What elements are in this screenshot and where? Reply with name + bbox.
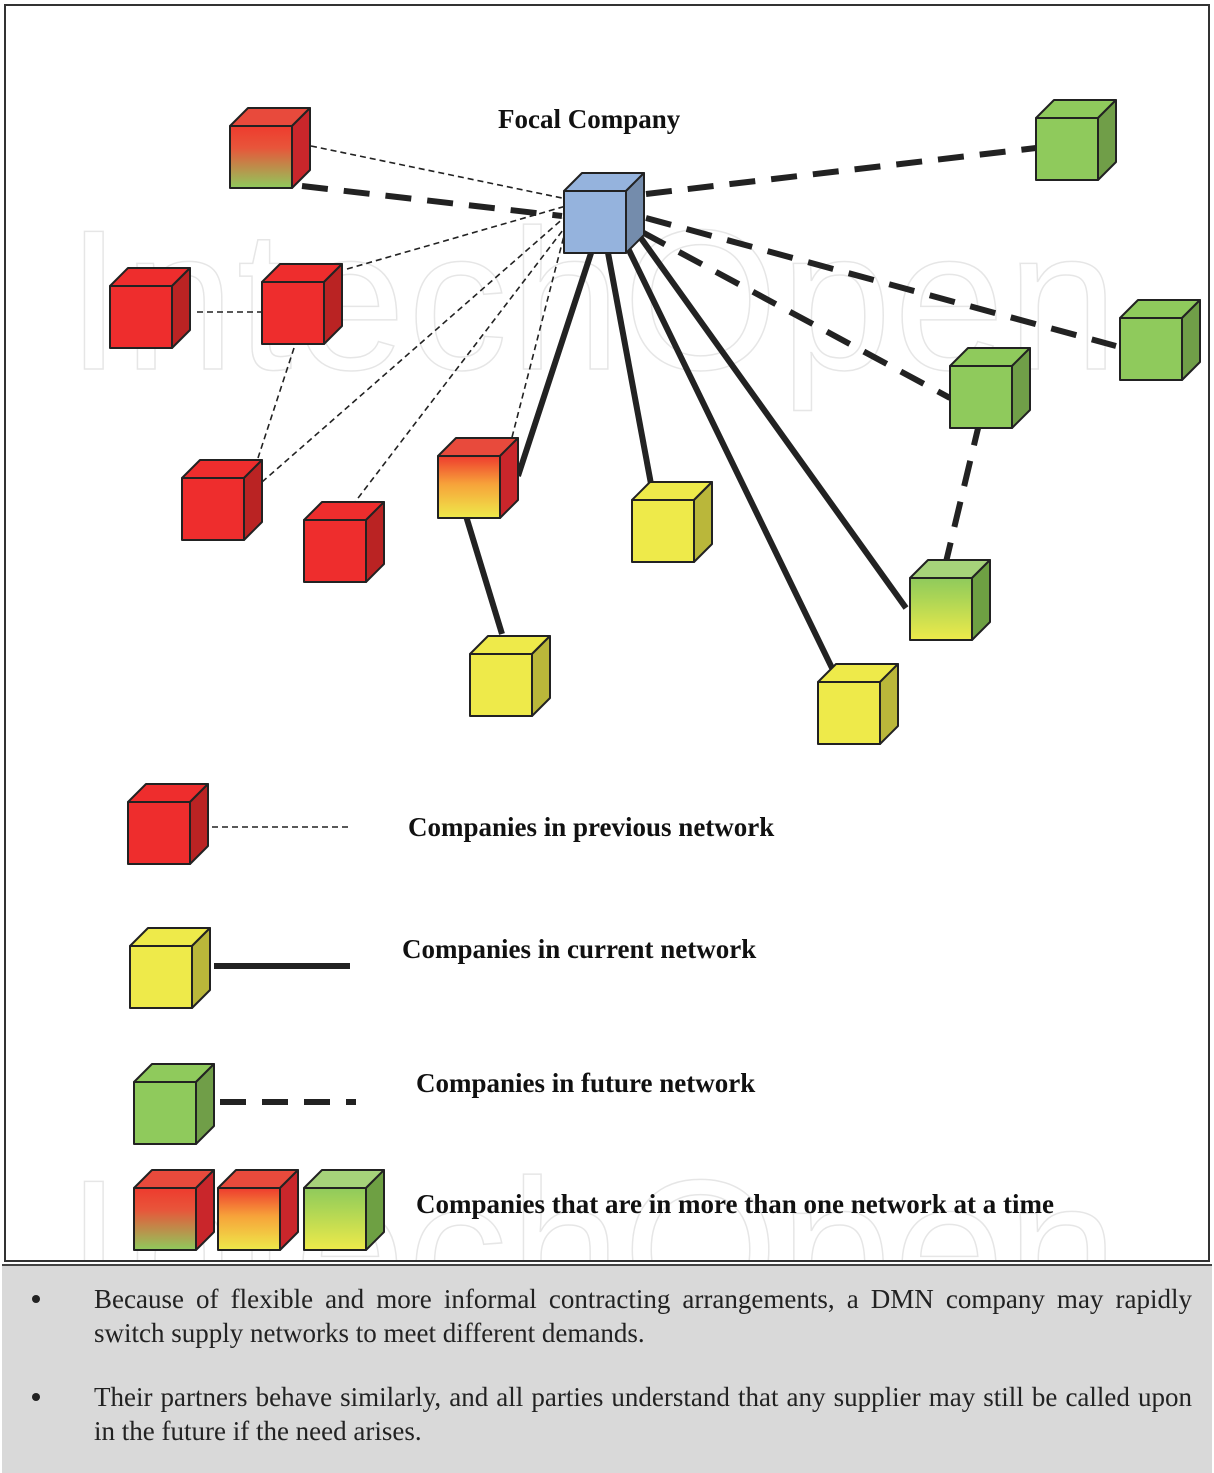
current-network-cube	[469, 635, 551, 717]
bullet-text: Their partners behave similarly, and all…	[94, 1382, 1192, 1446]
legend-cube-multi	[217, 1169, 299, 1251]
legend-previous-label: Companies in previous network	[408, 812, 775, 842]
cube-front	[303, 1187, 367, 1251]
cube-front	[217, 1187, 281, 1251]
focal-company-label: Focal Company	[498, 104, 681, 134]
link-current	[635, 232, 909, 610]
future-network-cube	[1035, 99, 1117, 181]
cube-front	[909, 577, 973, 641]
cube-front	[563, 190, 627, 254]
previous-network-cube	[303, 501, 385, 583]
link-future	[645, 215, 1117, 349]
cube-front	[817, 681, 881, 745]
cube-front	[109, 285, 173, 349]
cube-front	[127, 801, 191, 865]
link-future	[943, 419, 983, 563]
link-previous	[501, 227, 567, 477]
link-future	[645, 145, 1037, 197]
cube-front	[229, 125, 293, 189]
cube-front	[133, 1081, 197, 1145]
cube-front	[133, 1187, 197, 1251]
link-previous	[310, 145, 563, 199]
bullet-dot-icon	[32, 1393, 40, 1401]
cube-front	[469, 653, 533, 717]
figure-frame: IntechOpen IntechOpen Focal Company Comp…	[4, 4, 1210, 1262]
cube-front	[1035, 117, 1099, 181]
network-diagram	[109, 99, 1201, 1251]
previous-network-cube	[261, 263, 343, 345]
link-previous	[257, 347, 295, 459]
legend-current-label: Companies in current network	[402, 934, 757, 964]
multi-network-cube	[909, 559, 991, 641]
cube-front	[261, 281, 325, 345]
legend-cube-future	[133, 1063, 215, 1145]
future-network-cube	[1119, 299, 1201, 381]
cube-front	[1119, 317, 1183, 381]
link-previous	[351, 225, 567, 507]
link-previous	[261, 215, 567, 483]
focal-company-cube	[563, 172, 645, 254]
link-current	[463, 515, 505, 635]
bullet-text: Because of flexible and more informal co…	[94, 1284, 1192, 1348]
future-network-cube	[949, 347, 1031, 429]
bullet-item: Because of flexible and more informal co…	[32, 1282, 1192, 1350]
link-current	[515, 243, 597, 477]
link-future	[640, 229, 952, 401]
legend-multi-label: Companies that are in more than one netw…	[416, 1189, 1054, 1219]
previous-network-cube	[109, 267, 191, 349]
legend-cube-previous	[127, 783, 209, 865]
cube-front	[181, 477, 245, 541]
legend-cube-current	[129, 927, 211, 1009]
link-future	[301, 183, 563, 219]
bullet-dot-icon	[32, 1295, 40, 1303]
previous-network-cube	[181, 459, 263, 541]
cube-front	[129, 945, 193, 1009]
legend-cube-multi	[133, 1169, 215, 1251]
cube-front	[631, 499, 695, 563]
legend-cube-multi	[303, 1169, 385, 1251]
link-current	[621, 238, 835, 670]
cube-front	[949, 365, 1013, 429]
current-network-cube	[631, 481, 713, 563]
multi-network-cube	[229, 107, 311, 189]
legend-future-label: Companies in future network	[416, 1068, 756, 1098]
bullet-box: Because of flexible and more informal co…	[2, 1264, 1212, 1473]
bullet-item: Their partners behave similarly, and all…	[32, 1380, 1192, 1448]
cube-front	[303, 519, 367, 583]
cube-front	[437, 455, 501, 519]
link-current	[603, 241, 654, 485]
multi-network-cube	[437, 437, 519, 519]
current-network-cube	[817, 663, 899, 745]
link-previous	[346, 205, 567, 270]
